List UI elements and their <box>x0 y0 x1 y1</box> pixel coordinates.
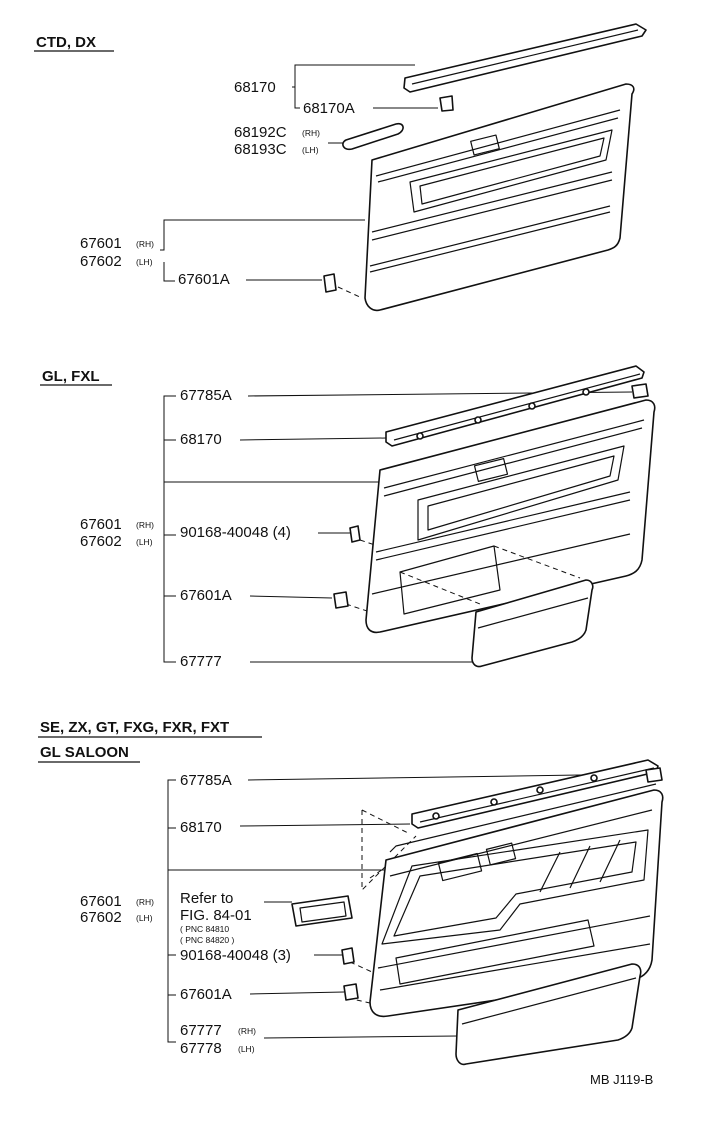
label-67602-side: (LH) <box>136 537 153 547</box>
door-trim-board <box>365 399 656 634</box>
label-67785A: 67785A <box>180 772 232 789</box>
label-67778-side: (LH) <box>238 1044 255 1054</box>
label-67785A: 67785A <box>180 387 232 404</box>
bracket-se <box>167 779 176 1043</box>
label-67602: 67602 <box>80 253 122 270</box>
section-heading-line2: GL SALOON <box>40 744 129 761</box>
clip-67785A <box>645 767 663 783</box>
bezel-68192C <box>342 122 404 151</box>
label-67602-side: (LH) <box>136 257 153 267</box>
clip-67601A <box>343 983 359 1001</box>
label-67602-side: (LH) <box>136 913 153 923</box>
label-68193C: 68193C <box>234 141 287 158</box>
section-heading: CTD, DX <box>36 34 96 51</box>
armrest-recess <box>417 445 625 541</box>
armrest-panel <box>381 829 649 945</box>
leader-67777 <box>263 1035 459 1039</box>
label-67602: 67602 <box>80 533 122 550</box>
leader-68170 <box>239 823 411 827</box>
label-67601A: 67601A <box>178 271 230 288</box>
leader-67601A <box>249 991 345 995</box>
label-67601A: 67601A <box>180 986 232 1003</box>
leader-67601 <box>160 219 365 282</box>
label-67778: 67778 <box>180 1040 222 1057</box>
weatherstrip-68170 <box>403 23 647 93</box>
label-67777: 67777 <box>180 653 222 670</box>
label-68170: 68170 <box>234 79 276 96</box>
screw-90168 <box>341 947 355 965</box>
clip-dash <box>337 286 363 299</box>
door-pocket-67777 <box>471 579 594 668</box>
label-68192C: 68192C <box>234 124 287 141</box>
label-pnc-1: ( PNC 84810 <box>180 924 229 934</box>
clip-68170A <box>439 95 454 112</box>
leader-67601A <box>249 595 333 599</box>
clip-67601A <box>333 591 349 609</box>
footer-code: MB J119-B <box>590 1072 653 1087</box>
label-67777-side: (RH) <box>238 1026 256 1036</box>
section-heading: GL, FXL <box>42 368 100 385</box>
label-fig-84-01: FIG. 84-01 <box>180 907 252 924</box>
label-pnc-2: ( PNC 84820 ) <box>180 935 234 945</box>
label-90168-40048: 90168-40048 (4) <box>180 524 291 541</box>
weatherstrip-68170 <box>385 365 645 447</box>
pocket-opening <box>395 919 595 985</box>
label-67601-side: (RH) <box>136 897 154 907</box>
clip-67785A <box>631 383 649 399</box>
clip-67601A <box>323 273 337 293</box>
label-67601-side: (RH) <box>136 520 154 530</box>
label-68170: 68170 <box>180 819 222 836</box>
label-refer-to: Refer to <box>180 890 233 907</box>
label-68192C-side: (RH) <box>302 128 320 138</box>
screw-90168 <box>349 525 361 543</box>
label-68193C-side: (LH) <box>302 145 319 155</box>
label-67601A: 67601A <box>180 587 232 604</box>
section-se-zx-gt: SE, ZX, GT, FXG, FXR, FXT GL SALOON 6778… <box>38 719 664 1066</box>
section-gl-fxl: GL, FXL 67785A 68170 67601 (RH) 67602 (L… <box>40 365 656 670</box>
label-67601-side: (RH) <box>136 239 154 249</box>
bracket-gl <box>163 395 176 663</box>
section-ctd-dx: CTD, DX 68170 68170A 68192C (RH) 68193C … <box>34 23 647 312</box>
leader-68170 <box>239 437 387 441</box>
label-68170A: 68170A <box>303 100 355 117</box>
label-67777: 67777 <box>180 1022 222 1039</box>
armrest-recess <box>409 129 613 213</box>
label-67601: 67601 <box>80 516 122 533</box>
label-90168-40048: 90168-40048 (3) <box>180 947 291 964</box>
label-67601: 67601 <box>80 893 122 910</box>
door-trim-board <box>364 83 635 312</box>
section-heading-line1: SE, ZX, GT, FXG, FXR, FXT <box>40 719 229 736</box>
label-67601: 67601 <box>80 235 122 252</box>
leader-68170 <box>292 64 415 109</box>
label-67602: 67602 <box>80 909 122 926</box>
pocket-opening <box>399 545 501 615</box>
label-68170: 68170 <box>180 431 222 448</box>
